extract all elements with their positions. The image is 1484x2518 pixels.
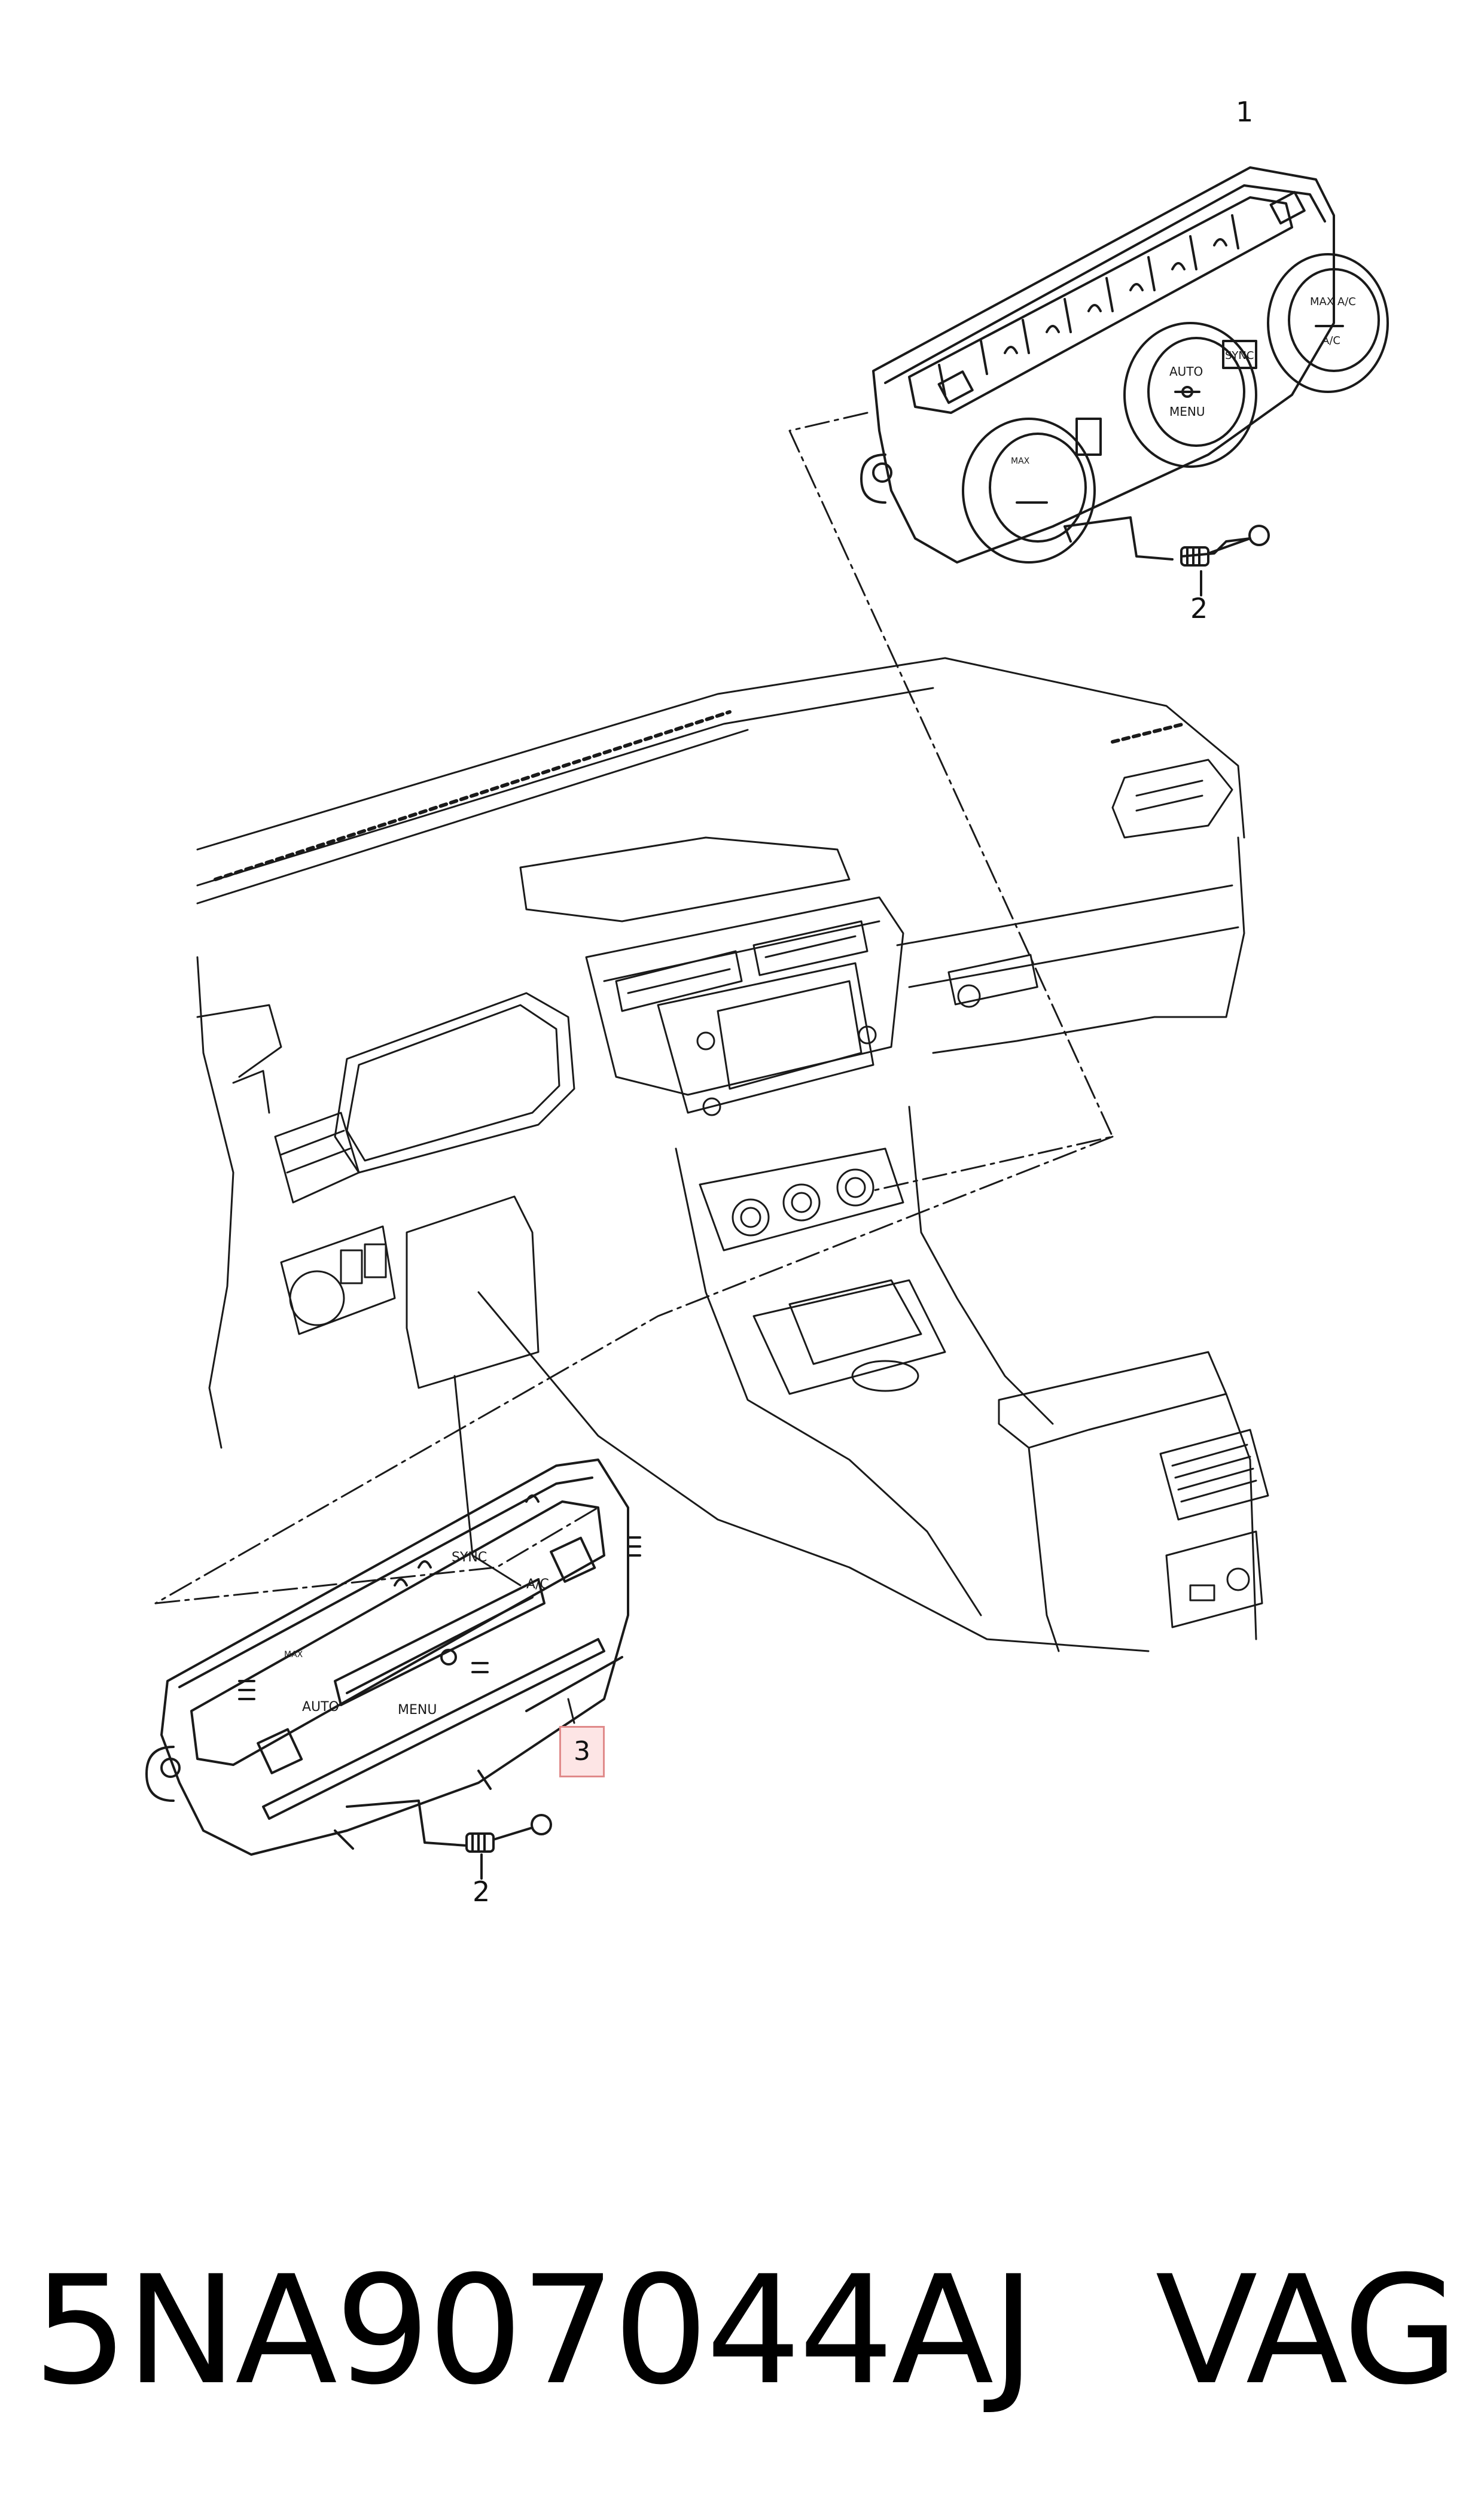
footer-caption: 5NA907044AJ VAG xyxy=(33,2243,1459,2417)
climate-control-unit-lower xyxy=(145,1459,641,1856)
lower-auto-label: AUTO xyxy=(302,1700,339,1715)
screw-upper xyxy=(1180,525,1270,596)
upper-sync-label: SYNC xyxy=(1225,349,1254,362)
dashboard-outline xyxy=(196,657,1269,1652)
callout-3-highlighted: 3 xyxy=(559,1726,605,1777)
upper-ac-label: A/C xyxy=(1322,334,1340,347)
callout-2-lower: 2 xyxy=(473,1875,490,1908)
part-number: 5NA907044AJ xyxy=(33,2243,1035,2417)
lower-menu-label: MENU xyxy=(398,1703,437,1718)
upper-auto-label: AUTO xyxy=(1169,364,1203,379)
lower-max-label: MAX xyxy=(284,1650,303,1660)
upper-max-label: MAX xyxy=(1011,456,1030,466)
exploded-parts-diagram: AUTO MENU SYNC MAX A/C A/C MAX AUTO MENU… xyxy=(145,166,1389,1880)
lower-sync-label: SYNC xyxy=(452,1550,487,1565)
screw-lower xyxy=(346,1800,552,1880)
lower-ac-label: A/C xyxy=(526,1577,549,1592)
upper-maxac-label: MAX A/C xyxy=(1310,296,1356,308)
brand-name: VAG xyxy=(1155,2243,1459,2417)
upper-menu-label: MENU xyxy=(1169,404,1205,419)
callout-2-upper: 2 xyxy=(1190,592,1208,625)
callout-1: 1 xyxy=(1236,96,1254,128)
climate-control-unit-upper xyxy=(860,166,1389,564)
connector-lines xyxy=(154,412,1114,1604)
